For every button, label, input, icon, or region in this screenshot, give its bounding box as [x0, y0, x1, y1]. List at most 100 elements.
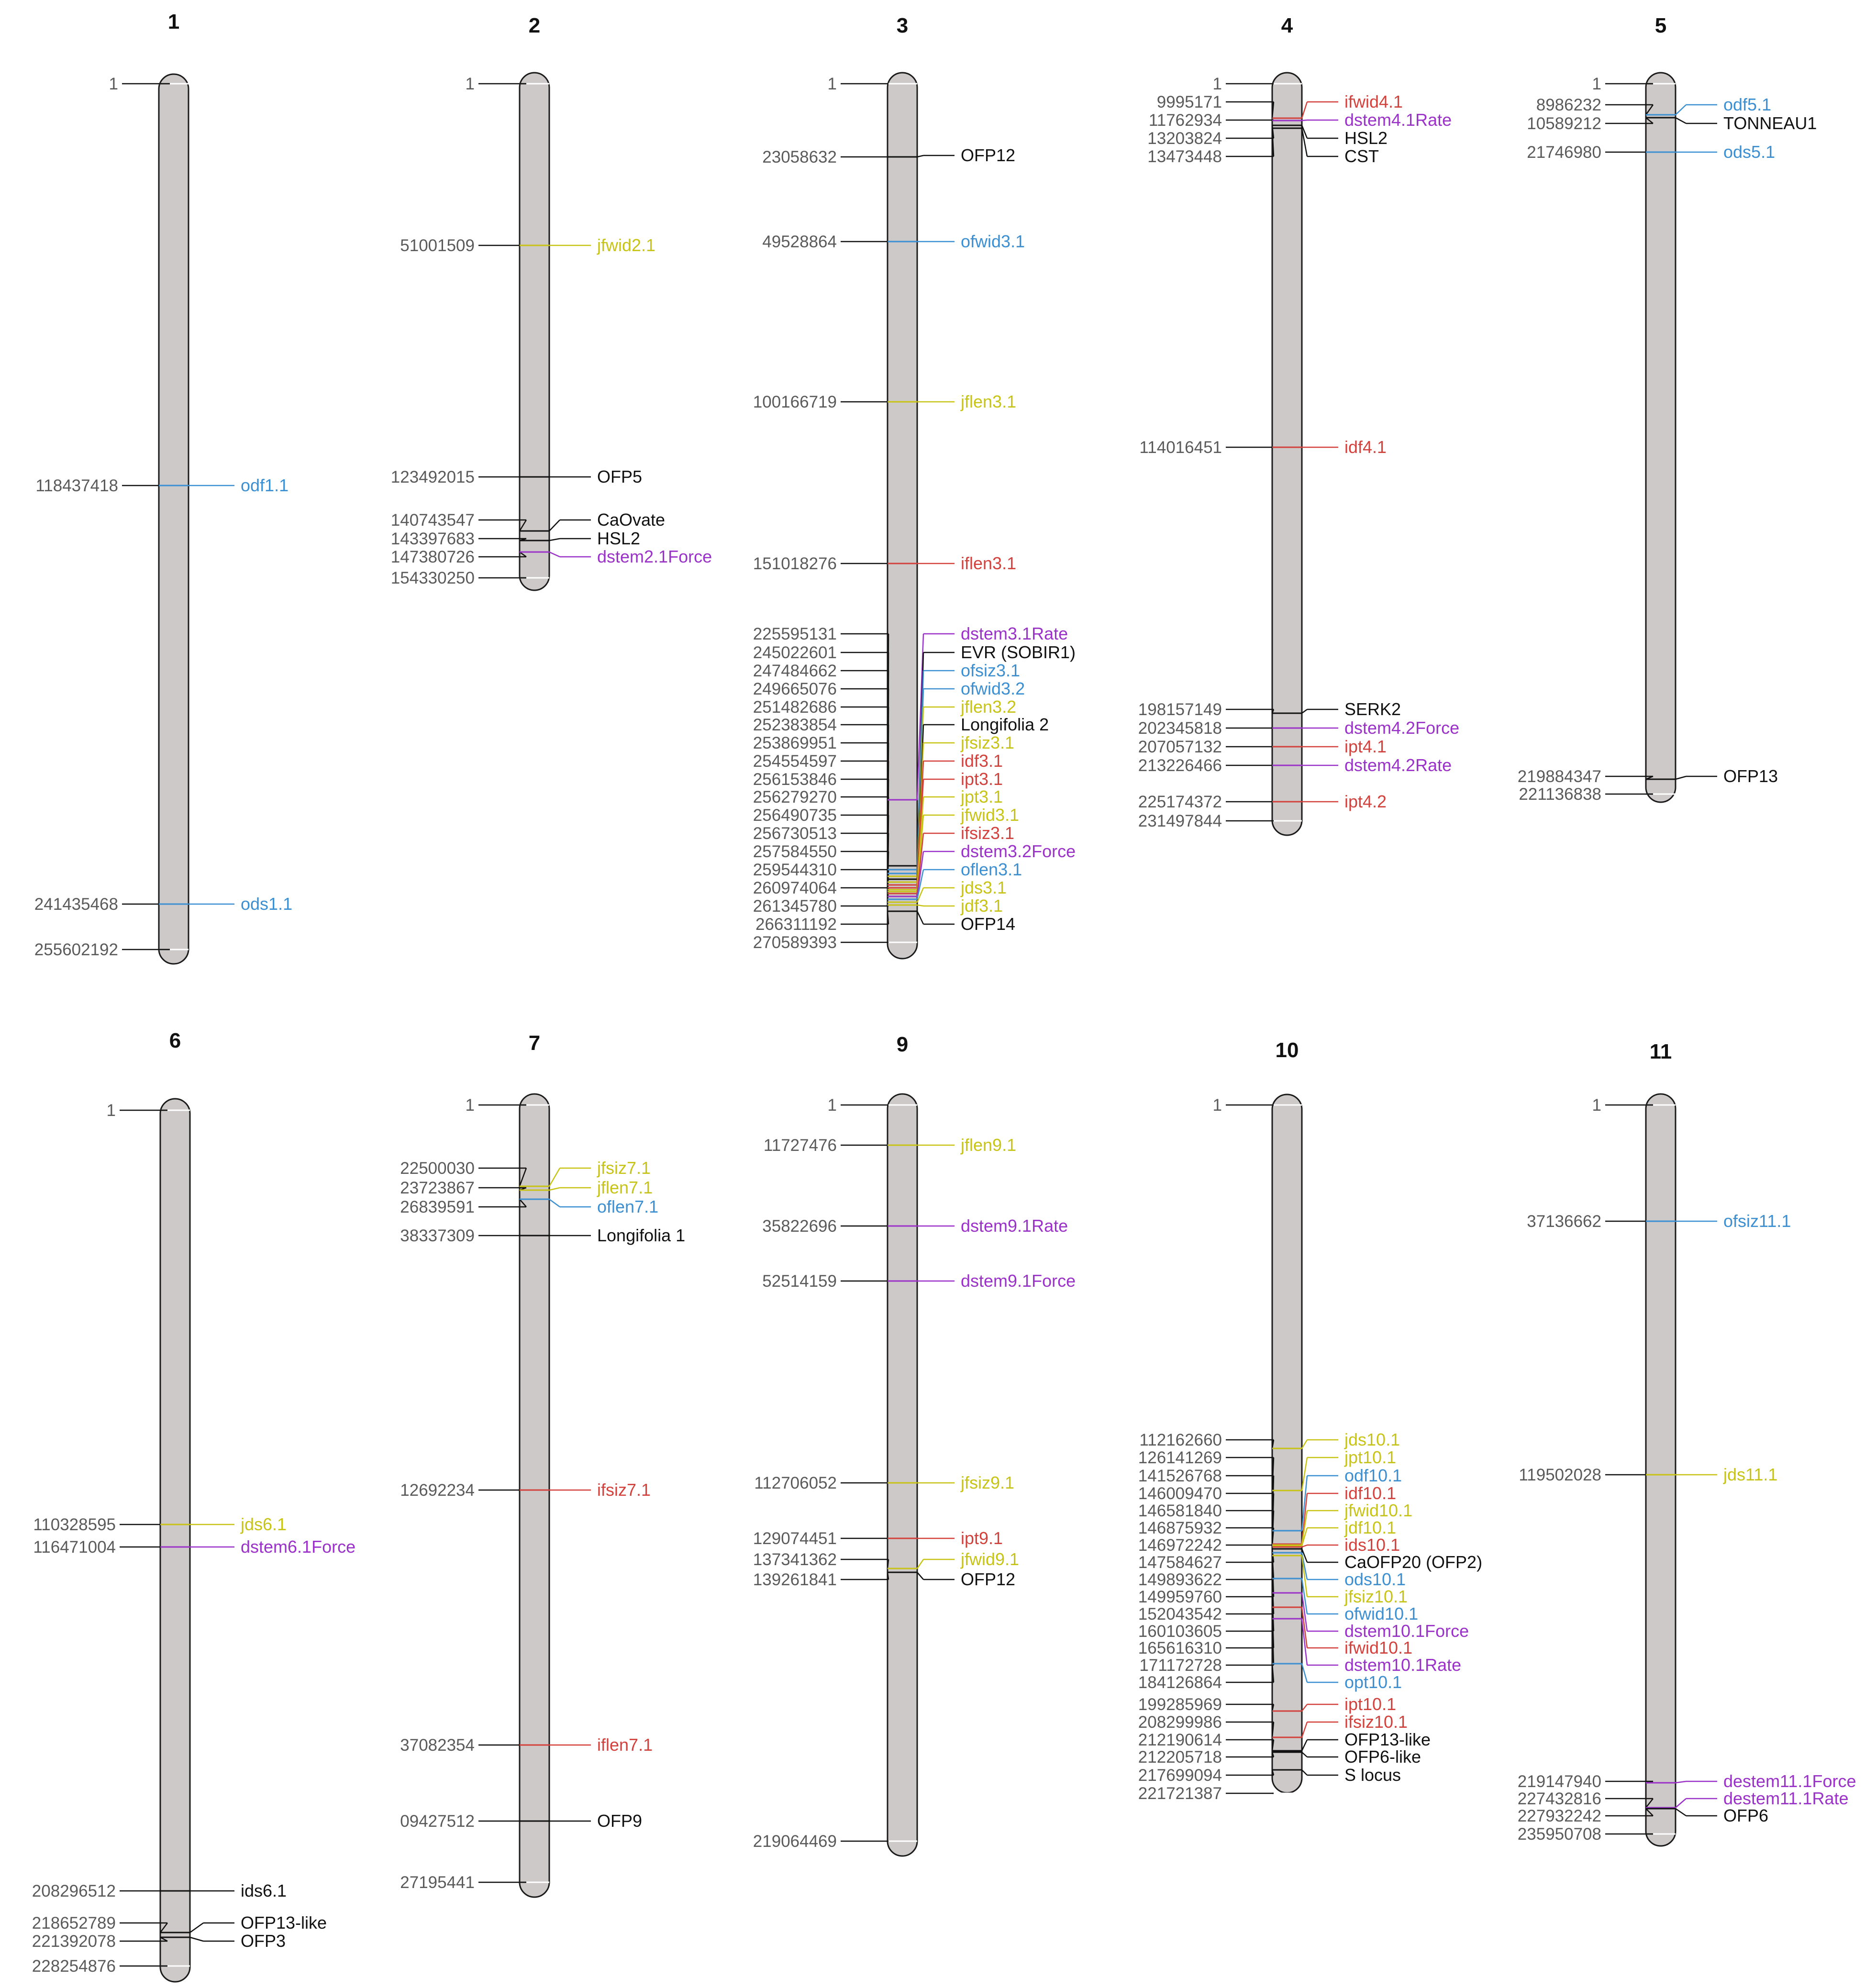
marker-label: jpt3.1	[960, 787, 1003, 806]
marker-label: jflen3.1	[960, 392, 1016, 411]
marker-label: ipt3.1	[961, 769, 1003, 789]
marker-connector	[917, 904, 924, 907]
position-label: 38337309	[400, 1226, 475, 1245]
chromosome-body	[1645, 72, 1676, 803]
marker-label: Longifolia 2	[961, 715, 1049, 734]
marker-label: OFP14	[961, 914, 1015, 934]
marker-label: OFP6	[1723, 1806, 1768, 1825]
marker-connector	[1301, 1544, 1308, 1548]
chromosome-title: 10	[1276, 1038, 1299, 1062]
marker-connector	[1301, 125, 1308, 139]
position-label: 146875932	[1138, 1519, 1222, 1537]
marker-label: jfsiz10.1	[1344, 1587, 1408, 1606]
marker-label: odf10.1	[1344, 1466, 1402, 1485]
chromosome-title: 5	[1655, 14, 1666, 37]
marker-label: iflen7.1	[597, 1735, 653, 1755]
marker-connector	[1301, 1739, 1308, 1751]
marker-connector	[1301, 1704, 1308, 1712]
chromosome-5: 5189862321058921221746980219884347221136…	[1518, 14, 1817, 804]
position-label: 221721387	[1138, 1784, 1222, 1803]
position-label: 208296512	[32, 1882, 116, 1900]
position-label: 1	[828, 1096, 837, 1115]
position-connector	[1271, 128, 1275, 157]
position-label: 259544310	[753, 861, 837, 879]
marker-connector	[1301, 1510, 1308, 1546]
position-label: 100166719	[753, 393, 837, 411]
marker-label: OFP12	[961, 1569, 1015, 1589]
position-label: 199285969	[1138, 1695, 1222, 1714]
position-label: 253869951	[753, 734, 837, 752]
position-label: 147584627	[1138, 1553, 1222, 1572]
position-label: 37136662	[1527, 1212, 1601, 1231]
marker-label: jfwid3.1	[960, 805, 1019, 825]
marker-connector	[916, 911, 924, 925]
marker-label: jfsiz9.1	[960, 1473, 1014, 1492]
position-connector	[1271, 1439, 1275, 1449]
position-label: 110328595	[33, 1515, 116, 1534]
marker-connector	[1301, 1722, 1308, 1738]
position-connector	[1271, 101, 1275, 119]
position-connector	[519, 1199, 527, 1207]
marker-connector	[1675, 775, 1687, 780]
marker-connector	[189, 1922, 204, 1933]
chromosome-11: 1113713666211950202821914794022743281622…	[1518, 1040, 1856, 1847]
marker-label: idf3.1	[961, 751, 1003, 771]
marker-connector	[1301, 1592, 1308, 1632]
marker-label: ofwid3.1	[961, 232, 1025, 251]
marker-label: dstem6.1Force	[241, 1537, 355, 1557]
marker-label: dstem9.1Force	[961, 1271, 1076, 1291]
marker-label: OFP3	[241, 1931, 286, 1951]
marker-label: ofsiz11.1	[1723, 1211, 1791, 1231]
position-label: 228254876	[32, 1957, 116, 1976]
marker-label: dstem10.1Rate	[1344, 1655, 1461, 1675]
position-connector	[1271, 1769, 1275, 1776]
marker-connector	[1301, 1578, 1308, 1614]
marker-label: jfsiz7.1	[597, 1158, 651, 1178]
position-connector	[1645, 104, 1654, 115]
marker-connector	[549, 1198, 560, 1208]
marker-connector	[1301, 1752, 1308, 1757]
position-label: 11762934	[1149, 111, 1222, 130]
marker-label: OFP13	[1723, 766, 1778, 786]
marker-connector	[1301, 1457, 1308, 1491]
position-label: 184126864	[1138, 1673, 1222, 1692]
marker-label: jdf10.1	[1344, 1518, 1396, 1537]
position-label: 143397683	[391, 530, 475, 548]
position-label: 52514159	[762, 1272, 837, 1291]
marker-label: ifsiz7.1	[597, 1480, 651, 1500]
position-label: 208299986	[1138, 1713, 1222, 1732]
marker-connector	[1301, 708, 1308, 714]
marker-label: HSL2	[597, 529, 640, 548]
position-connector	[1271, 1704, 1275, 1712]
marker-label: ofwid10.1	[1344, 1604, 1418, 1624]
position-label: 225174372	[1138, 793, 1222, 811]
position-label: 149893622	[1138, 1570, 1222, 1589]
position-label: 221136838	[1519, 785, 1601, 804]
marker-label: OFP12	[961, 145, 1015, 165]
marker-label: jflen3.2	[960, 697, 1016, 717]
position-label: 13473448	[1147, 147, 1222, 166]
position-label: 241435468	[34, 895, 118, 914]
position-label: 1	[1213, 1096, 1222, 1115]
position-label: 251482686	[753, 698, 837, 717]
chromosome-body	[1271, 1093, 1303, 1794]
position-label: 152043542	[1138, 1605, 1222, 1624]
marker-label: ods10.1	[1344, 1569, 1406, 1589]
marker-connector	[1301, 1439, 1308, 1449]
marker-label: ods5.1	[1723, 142, 1775, 162]
position-label: 123492015	[391, 468, 475, 486]
position-label: 154330250	[391, 569, 475, 587]
chromosome-title: 11	[1650, 1040, 1672, 1063]
position-label: 11727476	[764, 1136, 837, 1155]
position-label: 21746980	[1527, 143, 1601, 162]
position-connector	[519, 1168, 527, 1187]
chromosome-body	[1271, 72, 1303, 836]
marker-label: jds3.1	[960, 878, 1007, 897]
position-label: 126141269	[1138, 1448, 1222, 1467]
position-connector	[1645, 1798, 1654, 1808]
position-connector	[1271, 1457, 1275, 1491]
position-label: 212205718	[1138, 1748, 1222, 1767]
position-label: 270589393	[753, 933, 837, 952]
position-connector	[1271, 1752, 1275, 1757]
